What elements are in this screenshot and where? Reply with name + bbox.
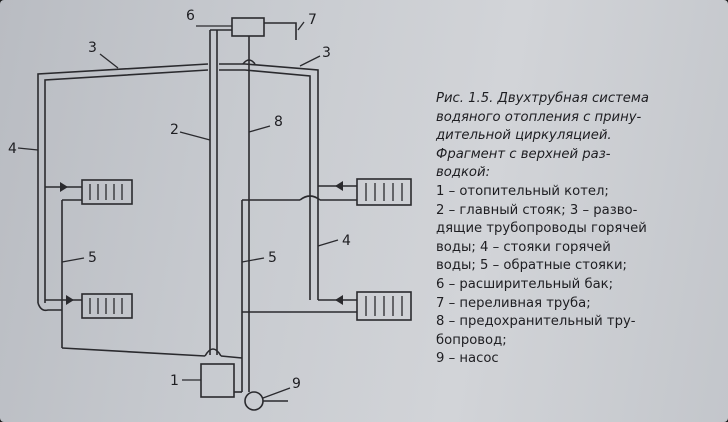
caption-legend-line: бопровод;: [436, 332, 507, 348]
label-overflow-pipe: 7: [308, 12, 317, 28]
caption-legend-line: воды; 5 – обратные стояки;: [436, 258, 627, 274]
figure-caption: Рис. 1.5. Двухтрубная система водяного о…: [436, 90, 722, 369]
caption-legend-line: дящие трубопроводы горячей: [436, 221, 647, 237]
boiler: [200, 363, 235, 398]
caption-title-line: водкой:: [436, 165, 491, 181]
radiator-right-lower: [356, 291, 412, 321]
label-hot-riser-left: 4: [8, 141, 17, 157]
label-expansion-tank: 6: [186, 8, 195, 24]
supply-pipe-right-outer: [219, 63, 319, 300]
label-boiler: 1: [170, 373, 179, 389]
return-main-center: [220, 355, 243, 359]
valve-icon: [66, 295, 74, 305]
caption-title-line: дительной циркуляцией.: [436, 128, 612, 144]
overflow-pipe: [264, 22, 297, 40]
caption-legend-line: 8 – предохранительный тру-: [436, 314, 636, 330]
label-supply-right: 3: [322, 45, 331, 61]
caption-legend-line: 7 – переливная труба;: [436, 295, 591, 311]
radiator-right-upper: [356, 178, 412, 206]
return-crossover: [204, 348, 222, 357]
expansion-tank: [231, 17, 265, 37]
pump: [244, 391, 264, 411]
label-return-left: 5: [88, 250, 97, 266]
label-hot-riser-right: 4: [342, 233, 351, 249]
left-riser-bend: [37, 302, 62, 312]
supply-pipe-left-outer: [37, 63, 209, 303]
valve-icon: [60, 182, 68, 192]
radiator-left-lower: [81, 293, 133, 319]
supply-pipe-left-inner: [44, 69, 209, 303]
supply-crossover: [242, 59, 256, 65]
label-main-riser: 2: [170, 122, 179, 138]
right-upper-crossover: [299, 195, 321, 201]
caption-legend-line: 2 – главный стояк; 3 – разво-: [436, 202, 638, 218]
label-supply-left: 3: [88, 40, 97, 56]
label-pump: 9: [292, 376, 301, 392]
label-safety-pipe: 8: [274, 114, 283, 130]
caption-title-line: Рис. 1.5. Двухтрубная система: [436, 91, 649, 106]
caption-title-line: Фрагмент с верхней раз-: [436, 146, 611, 162]
caption-title-line: водяного отопления с прину-: [436, 109, 642, 125]
label-return-center: 5: [268, 250, 277, 266]
caption-legend-line: воды; 4 – стояки горячей: [436, 239, 611, 255]
supply-pipe-right-inner: [219, 69, 311, 300]
valve-icon: [335, 181, 343, 191]
return-main-left: [61, 347, 206, 357]
caption-legend-line: 6 – расширительный бак;: [436, 276, 614, 292]
caption-legend-line: 9 – насос: [436, 351, 499, 367]
radiator-left-upper: [81, 179, 133, 205]
valve-icon: [335, 295, 343, 305]
caption-legend-line: 1 – отопительный котел;: [436, 183, 609, 199]
